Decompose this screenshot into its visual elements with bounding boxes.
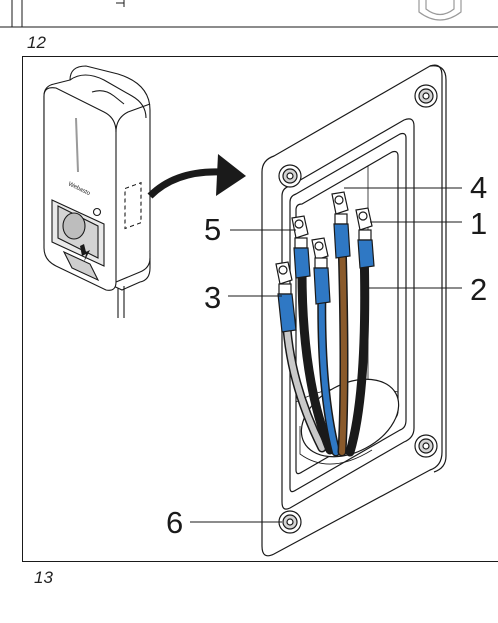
gland-fragment	[418, 0, 462, 21]
screw-top-left	[278, 164, 302, 188]
figure-12-fragment	[0, 0, 498, 28]
figure-number-12: 12	[27, 33, 46, 52]
screw-bottom-right	[414, 434, 438, 458]
callout-5: 5	[204, 212, 222, 247]
terminal-4	[331, 191, 351, 259]
callout-3: 3	[204, 280, 222, 315]
terminal-3	[275, 261, 297, 333]
leader-lines	[190, 187, 462, 523]
terminal-middle	[311, 237, 331, 305]
callout-2: 2	[470, 272, 488, 307]
callout-6: 6	[166, 505, 184, 540]
screw-bottom-left	[278, 510, 302, 534]
figure-number-13: 13	[34, 568, 53, 587]
wallbox-device	[43, 65, 151, 318]
screw-top-right	[414, 84, 438, 108]
callout-1: 1	[470, 206, 488, 241]
figure-13-frame	[22, 56, 498, 562]
direction-arrow	[147, 154, 246, 199]
callout-4: 4	[470, 170, 488, 205]
terminal-1	[355, 207, 375, 269]
terminal-5	[291, 215, 311, 279]
wire-bundle	[281, 235, 370, 457]
